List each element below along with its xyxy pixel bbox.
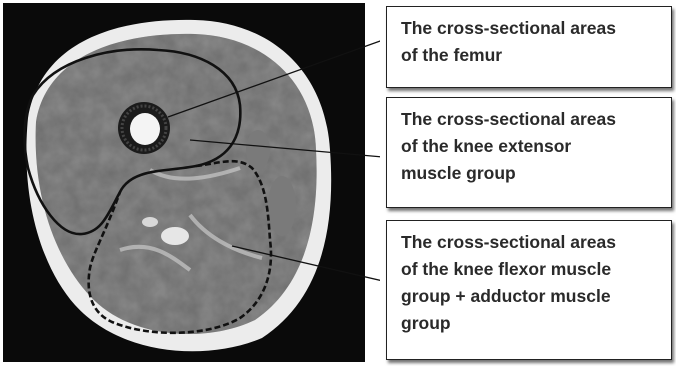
femur-marrow <box>130 113 160 145</box>
medial-muscle <box>268 176 296 236</box>
thigh-mri-cross-section <box>0 0 380 366</box>
callout-knee-extensor: The cross-sectional areas of the knee ex… <box>386 97 672 208</box>
callout-femur: The cross-sectional areas of the femur <box>386 6 672 88</box>
medial-muscle <box>246 130 270 170</box>
callout-knee-flexor-adductor: The cross-sectional areas of the knee fl… <box>386 220 672 360</box>
fat-pocket <box>161 227 189 245</box>
fat-pocket <box>142 217 158 227</box>
